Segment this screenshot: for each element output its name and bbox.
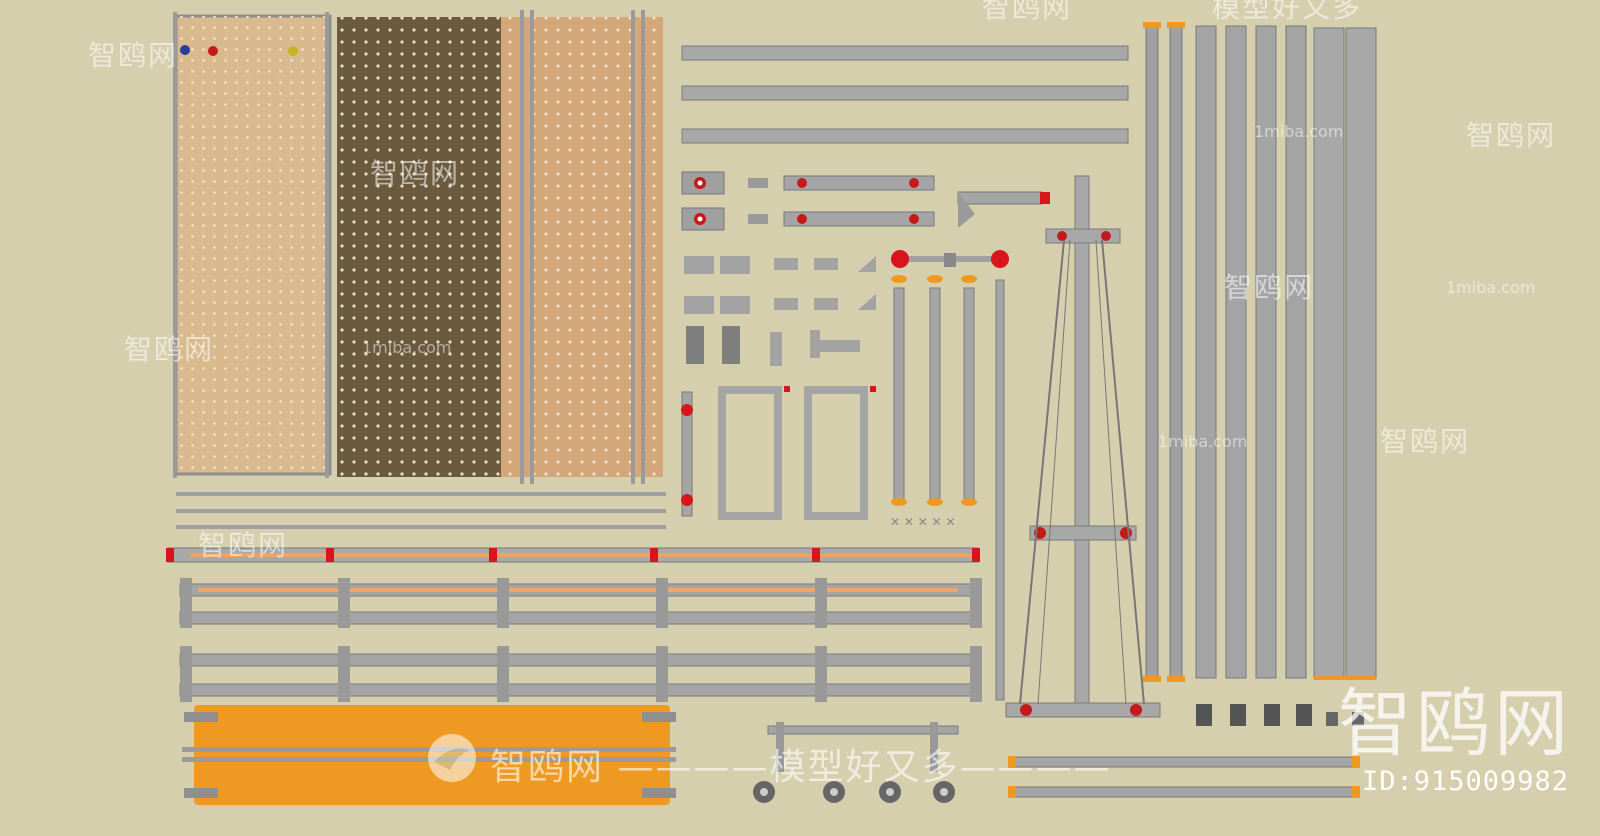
spreader-bar	[891, 250, 1009, 268]
small-blocks	[684, 256, 876, 366]
clamp-parts	[681, 171, 1050, 231]
ledger-rails	[1008, 756, 1360, 798]
end-frames	[681, 386, 876, 520]
pegboard-panel-dark	[337, 17, 501, 477]
caster-wheel-icon	[879, 781, 901, 803]
gull-logo-icon	[428, 734, 476, 782]
pegboard-panel-light	[173, 12, 332, 478]
guardrail-frame-upper	[179, 578, 982, 628]
connector-set: ✕ ✕ ✕ ✕ ✕	[890, 515, 956, 529]
knob-icon	[180, 45, 190, 55]
support-columns	[891, 275, 1005, 701]
rods-group	[176, 492, 666, 529]
guardrail-frame-lower	[179, 646, 982, 702]
couplers	[1196, 704, 1364, 726]
caster-wheel-icon	[823, 781, 845, 803]
svg-text:✕ ✕ ✕ ✕ ✕: ✕ ✕ ✕ ✕ ✕	[890, 515, 956, 529]
caster-wheel-icon	[753, 781, 775, 803]
rail-orange	[166, 547, 980, 563]
pegboard-panel-tan	[501, 10, 663, 484]
channel-beams	[681, 45, 1129, 144]
knob-icon	[288, 46, 298, 56]
caster-base	[753, 722, 959, 803]
a-frame-tower	[1005, 175, 1161, 718]
vertical-profiles	[1143, 22, 1377, 682]
knob-icon	[208, 46, 218, 56]
caster-wheel-icon	[933, 781, 955, 803]
